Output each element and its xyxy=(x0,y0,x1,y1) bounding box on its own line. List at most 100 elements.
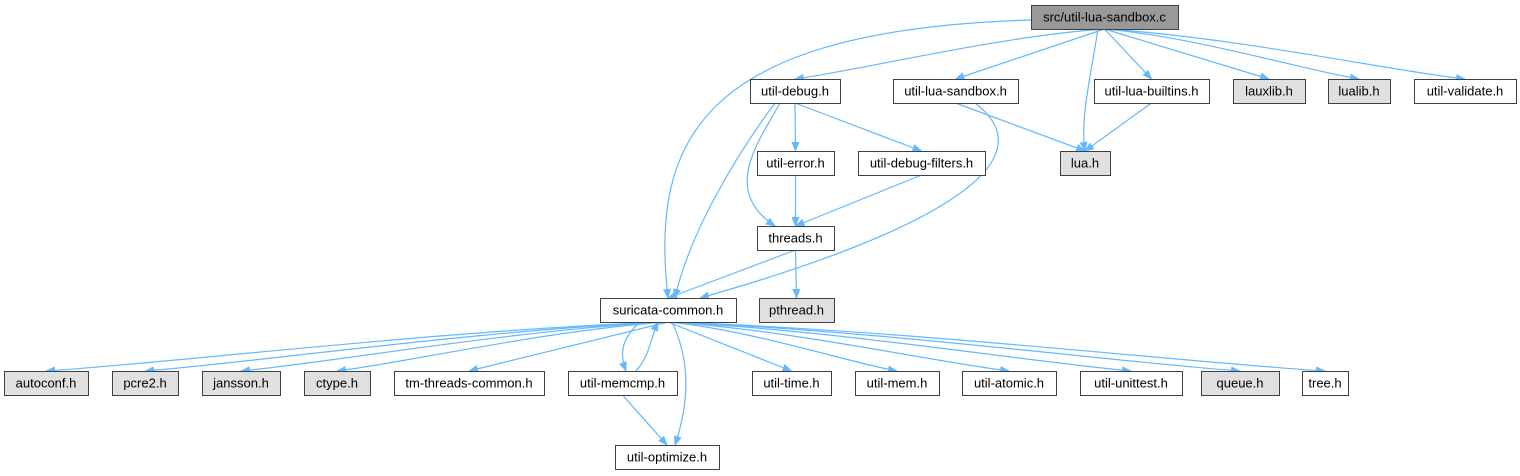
node-root[interactable]: src/util-lua-sandbox.c xyxy=(1031,5,1179,30)
edge-root-to-util-lua-sandbox-h xyxy=(954,28,1105,80)
edge-util-debug-to-threads xyxy=(746,102,781,227)
node-label: util-error.h xyxy=(766,156,825,171)
node-label: ctype.h xyxy=(316,376,358,391)
node-box xyxy=(1201,371,1280,396)
node-label: src/util-lua-sandbox.c xyxy=(1043,10,1166,25)
edge-root-to-suricata-common xyxy=(663,19,1032,299)
node-box xyxy=(757,226,835,251)
node-label: lua.h xyxy=(1071,156,1099,171)
edge-suricata-common-to-util-time xyxy=(667,321,793,372)
node-suricata-common[interactable]: suricata-common.h xyxy=(600,298,737,323)
edge-root-to-util-lua-builtins xyxy=(1104,28,1153,80)
node-ctype: ctype.h xyxy=(304,371,371,396)
node-autoconf: autoconf.h xyxy=(4,371,89,396)
node-box xyxy=(600,298,737,323)
node-threads[interactable]: threads.h xyxy=(757,226,835,251)
node-lua: lua.h xyxy=(1060,151,1111,176)
node-box xyxy=(1233,79,1306,104)
node-box xyxy=(962,371,1057,396)
node-pthread: pthread.h xyxy=(759,298,835,323)
node-util-error[interactable]: util-error.h xyxy=(757,151,835,176)
edge-root-to-util-debug xyxy=(794,28,1105,82)
node-label: suricata-common.h xyxy=(613,303,724,318)
node-box xyxy=(304,371,371,396)
node-label: threads.h xyxy=(768,231,822,246)
node-label: util-lua-builtins.h xyxy=(1105,84,1199,99)
node-lauxlib: lauxlib.h xyxy=(1233,79,1306,104)
node-jansson: jansson.h xyxy=(202,371,281,396)
node-label: pcre2.h xyxy=(123,376,166,391)
edge-suricata-common-to-util-mem xyxy=(667,321,898,374)
edge-suricata-common-to-pcre2 xyxy=(144,321,669,375)
node-label: util-mem.h xyxy=(867,376,928,391)
node-util-lua-sandbox-h[interactable]: util-lua-sandbox.h xyxy=(893,79,1019,104)
node-box xyxy=(1414,79,1517,104)
node-label: tm-threads-common.h xyxy=(405,376,532,391)
node-box xyxy=(855,371,940,396)
node-label: util-debug-filters.h xyxy=(870,156,973,171)
edge-suricata-common-to-jansson xyxy=(240,321,669,375)
edge-util-lua-builtins-to-lua xyxy=(1084,102,1152,152)
edge-suricata-common-to-util-atomic xyxy=(667,321,1010,374)
node-label: util-atomic.h xyxy=(974,376,1044,391)
edge-suricata-common-to-ctype xyxy=(336,321,669,374)
node-box xyxy=(1302,371,1349,396)
edge-util-memcmp-to-util-optimize xyxy=(622,394,668,446)
node-util-debug[interactable]: util-debug.h xyxy=(750,79,841,104)
node-util-validate[interactable]: util-validate.h xyxy=(1414,79,1517,104)
edge-root-to-lua xyxy=(1079,28,1099,152)
node-box xyxy=(1080,371,1183,396)
node-tm-threads-common[interactable]: tm-threads-common.h xyxy=(394,371,545,396)
node-box xyxy=(4,371,89,396)
edge-suricata-common-to-tm-threads-common xyxy=(468,321,669,373)
node-util-unittest[interactable]: util-unittest.h xyxy=(1080,371,1183,396)
node-util-atomic[interactable]: util-atomic.h xyxy=(962,371,1057,396)
node-label: util-validate.h xyxy=(1427,84,1504,99)
node-util-lua-builtins[interactable]: util-lua-builtins.h xyxy=(1094,79,1210,104)
node-pcre2: pcre2.h xyxy=(112,371,179,396)
node-box xyxy=(568,371,678,396)
node-box xyxy=(615,445,720,470)
node-label: util-lua-sandbox.h xyxy=(904,84,1007,99)
node-label: pthread.h xyxy=(769,303,824,318)
edges-layer xyxy=(45,19,1466,446)
node-box xyxy=(858,151,986,176)
node-util-debug-filters[interactable]: util-debug-filters.h xyxy=(858,151,986,176)
node-label: tree.h xyxy=(1308,376,1341,391)
edge-suricata-common-to-autoconf xyxy=(45,321,669,375)
edge-util-lua-sandbox-h-to-lua xyxy=(955,102,1086,152)
node-box xyxy=(112,371,179,396)
edge-threads-to-pthread xyxy=(792,249,801,299)
node-box xyxy=(750,79,841,104)
edge-root-to-util-validate xyxy=(1104,28,1466,82)
node-util-optimize[interactable]: util-optimize.h xyxy=(615,445,720,470)
edge-suricata-common-to-queue xyxy=(667,321,1241,375)
edge-root-to-lualib xyxy=(1104,28,1360,82)
node-label: queue.h xyxy=(1217,376,1264,391)
node-box xyxy=(752,371,832,396)
node-label: lualib.h xyxy=(1338,84,1379,99)
node-tree[interactable]: tree.h xyxy=(1302,371,1349,396)
node-label: util-memcmp.h xyxy=(580,376,665,391)
edge-suricata-common-to-tree xyxy=(667,321,1326,375)
node-label: lauxlib.h xyxy=(1245,84,1293,99)
edge-util-debug-to-util-debug-filters xyxy=(794,102,923,152)
node-box xyxy=(1094,79,1210,104)
edge-threads-to-suricata-common xyxy=(667,249,796,299)
nodes-layer: src/util-lua-sandbox.c util-debug.h util-l… xyxy=(4,5,1517,470)
node-label: jansson.h xyxy=(212,376,269,391)
node-box xyxy=(759,298,835,323)
edge-util-debug-to-suricata-common xyxy=(673,102,776,299)
node-box xyxy=(1060,151,1111,176)
node-label: util-time.h xyxy=(763,376,819,391)
node-label: autoconf.h xyxy=(16,376,77,391)
node-util-memcmp[interactable]: util-memcmp.h xyxy=(568,371,678,396)
node-util-time[interactable]: util-time.h xyxy=(752,371,832,396)
node-box xyxy=(757,151,835,176)
edge-util-debug-filters-to-threads xyxy=(794,174,922,227)
node-util-mem[interactable]: util-mem.h xyxy=(855,371,940,396)
edge-root-to-lauxlib xyxy=(1104,28,1270,81)
edge-suricata-common-to-util-memcmp xyxy=(619,321,641,372)
edge-util-debug-to-util-error xyxy=(791,102,800,152)
edge-suricata-common-to-util-optimize xyxy=(671,321,687,446)
